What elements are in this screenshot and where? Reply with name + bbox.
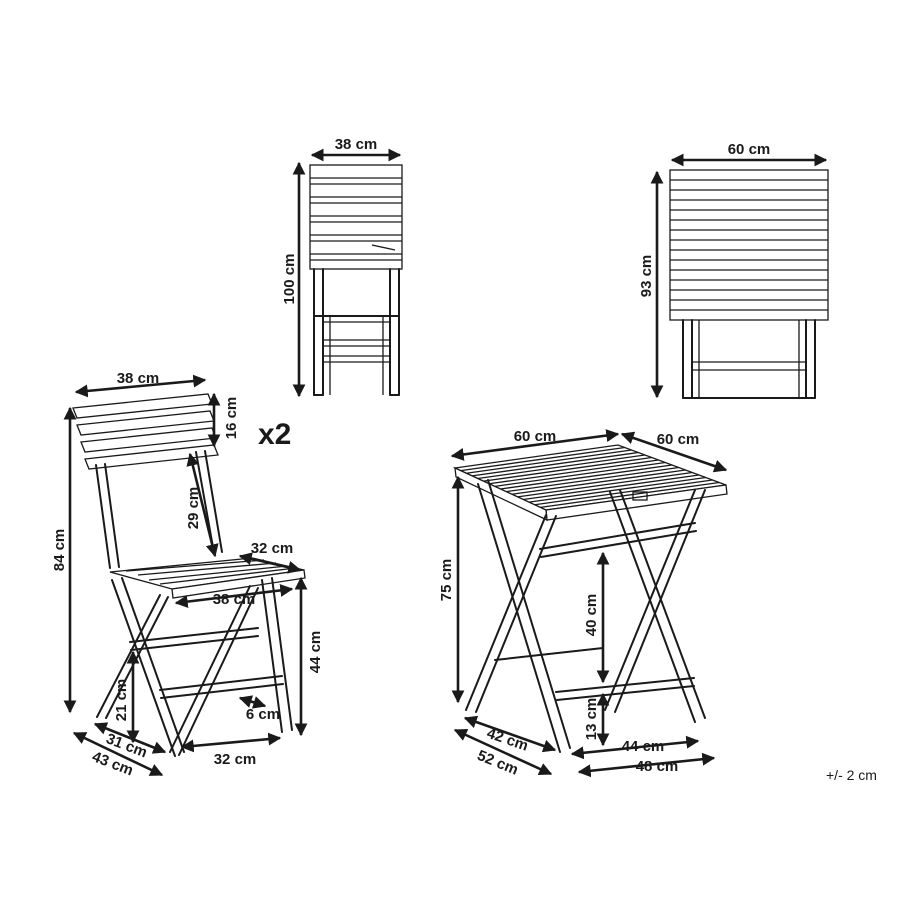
chair-rail-gap-label: 6 cm xyxy=(246,706,280,723)
chair-back-width-label: 38 cm xyxy=(117,370,160,387)
chair-back-width-dimension xyxy=(74,374,207,398)
chair-base-width-label: 32 cm xyxy=(214,751,257,768)
folded-chair-width-label: 38 cm xyxy=(335,136,378,153)
chair-back-to-seat-dimension xyxy=(186,452,219,558)
table-base-width-inner-dimension xyxy=(570,735,700,760)
folded-table-drawing xyxy=(669,169,829,399)
table-base-width-outer-dimension xyxy=(577,752,716,778)
chair-total-height-label: 84 cm xyxy=(51,529,68,572)
chair-quantity-label: x2 xyxy=(258,418,291,451)
chair-back-height-label: 16 cm xyxy=(223,397,240,440)
chair-seat-width-dimension xyxy=(174,583,294,609)
table-top-width-dimension xyxy=(450,429,620,461)
table-base-depth-outer-dimension xyxy=(453,728,553,776)
chair-rail-gap-dimension xyxy=(238,695,267,709)
folded-table-height-label: 93 cm xyxy=(638,255,655,298)
chair-seat-width-label: 38 cm xyxy=(213,591,256,608)
open-table-drawing xyxy=(452,444,728,753)
folded-chair-height-label: 100 cm xyxy=(281,254,298,305)
table-height-label: 75 cm xyxy=(438,559,455,602)
table-base-width-outer-label: 48 cm xyxy=(636,758,679,775)
table-top-depth-dimension xyxy=(620,431,728,473)
tolerance-label: +/- 2 cm xyxy=(826,767,877,783)
table-lower-rail-height-label: 13 cm xyxy=(583,698,600,741)
folded-chair-drawing xyxy=(309,164,403,396)
chair-base-width-dimension xyxy=(180,732,282,753)
chair-back-to-seat-label: 29 cm xyxy=(185,487,202,530)
table-top-width-label: 60 cm xyxy=(514,428,557,445)
chair-seat-height-label: 44 cm xyxy=(307,631,324,674)
table-rail-gap-label: 40 cm xyxy=(583,594,600,637)
folded-table-width-label: 60 cm xyxy=(728,141,771,158)
chair-seat-depth-label: 32 cm xyxy=(251,540,294,557)
chair-lower-rail-height-label: 21 cm xyxy=(113,679,130,722)
table-base-depth-outer-label: 52 cm xyxy=(475,747,521,779)
table-base-width-inner-label: 44 cm xyxy=(622,738,665,755)
chair-base-depth-outer-dimension xyxy=(72,731,164,777)
chair-seat-depth-dimension xyxy=(238,552,302,574)
table-top-depth-label: 60 cm xyxy=(657,431,700,448)
